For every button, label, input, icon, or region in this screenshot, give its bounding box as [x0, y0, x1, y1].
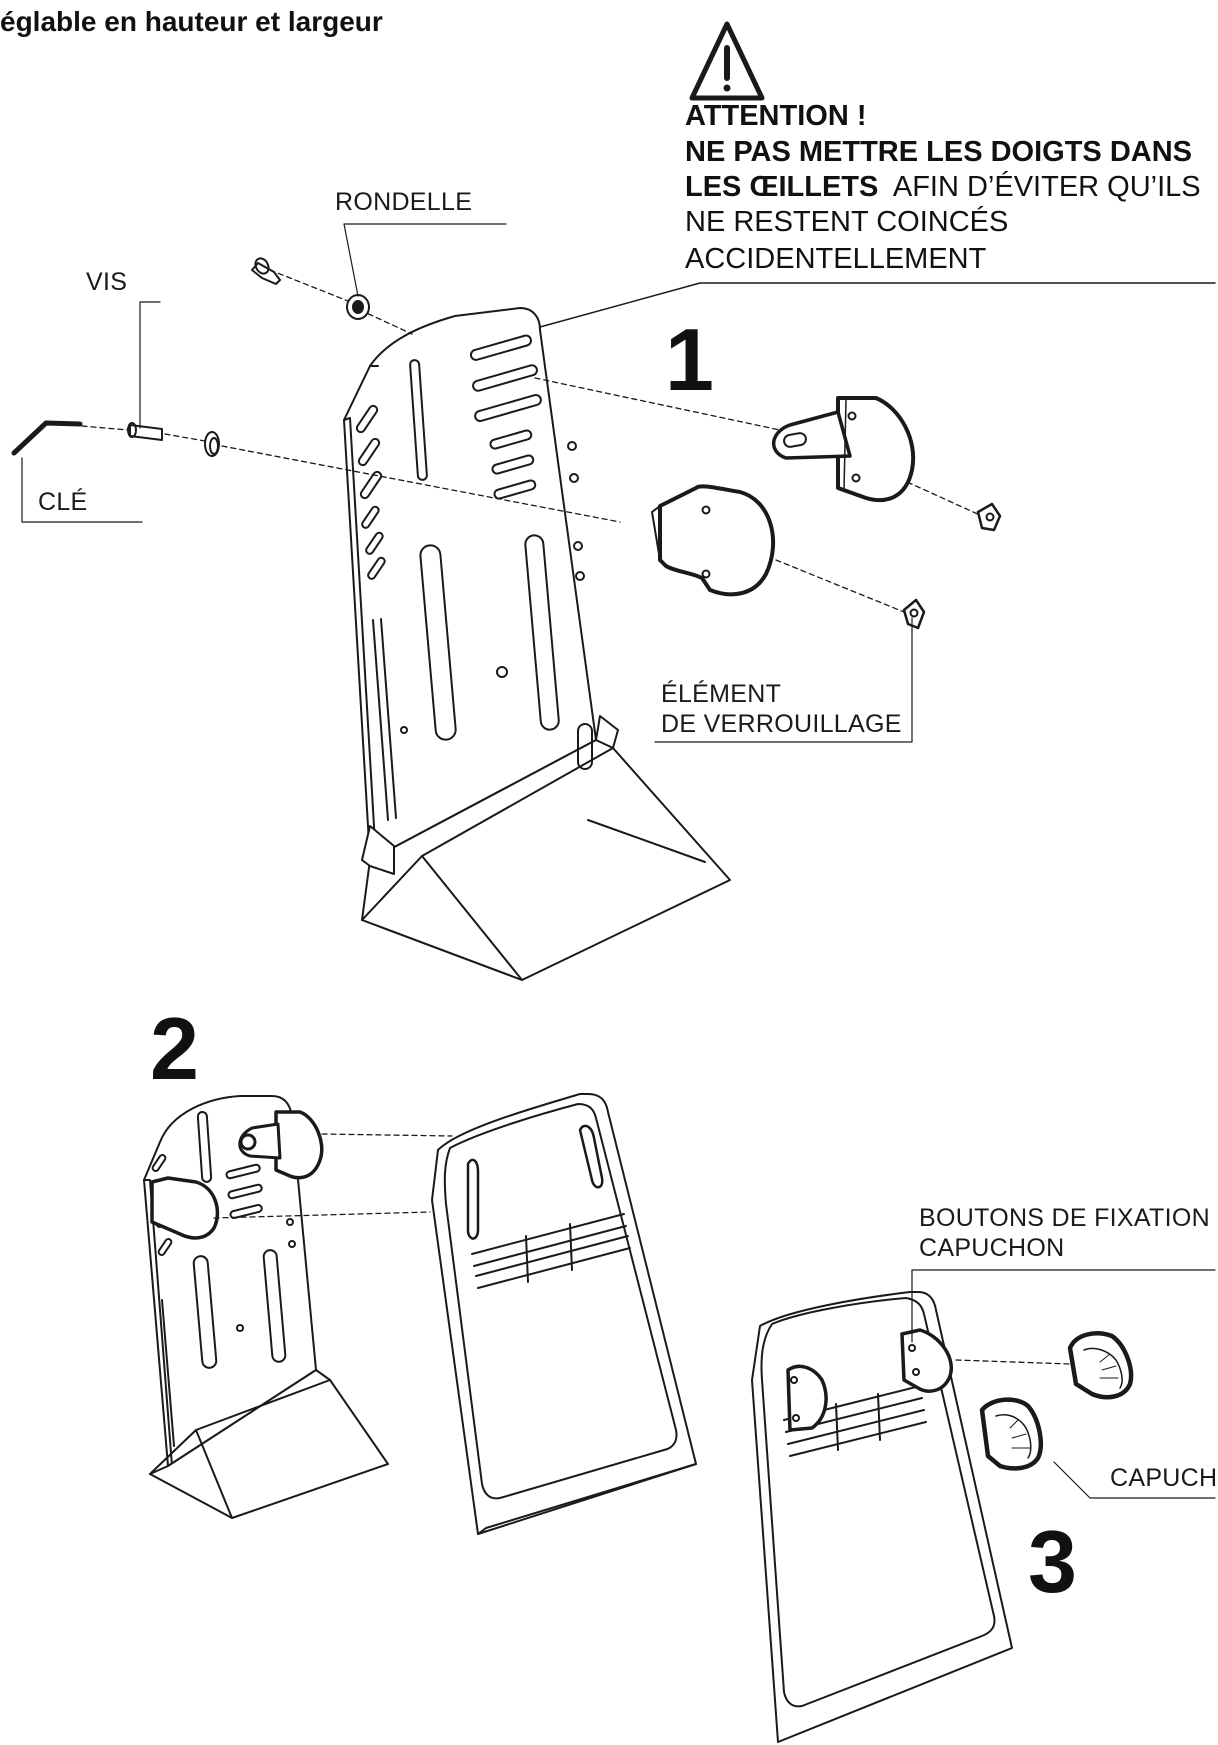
cap-upper [1067, 1331, 1134, 1400]
cushion-cover [431, 1093, 697, 1535]
warning-line1: NE PAS METTRE LES DOIGTS DANS [685, 136, 1193, 168]
warning-line3: NE RESTENT COINCÉS [685, 206, 1009, 238]
label-boutons-line2: CAPUCHON [919, 1234, 1065, 1262]
warning-line2-rest: AFIN D’ÉVITER QU’ILS [892, 171, 1201, 203]
label-element-line1: ÉLÉMENT [661, 680, 782, 708]
side-pad-lower [651, 484, 776, 597]
cap-lower [979, 1397, 1043, 1471]
label-boutons-line1: BOUTONS DE FIXATION [919, 1204, 1210, 1232]
locking-element [902, 502, 1002, 630]
step3-cushion [751, 1291, 1071, 1743]
warning-leader [539, 282, 1216, 328]
vis-leader [139, 301, 161, 429]
label-rondelle: RONDELLE [335, 188, 473, 216]
label-vis: VIS [86, 268, 128, 296]
warning-line2-bold: LES ŒILLETS [685, 171, 879, 203]
cle-leader [21, 457, 143, 523]
page-title: églable en hauteur et largeur [0, 6, 383, 37]
boutons-leader [911, 1269, 1216, 1343]
side-pad-upper [772, 396, 916, 503]
capuchon-leader [1053, 1461, 1216, 1499]
warning-line4: ACCIDENTELLEMENT [685, 243, 987, 275]
element-leader [654, 617, 913, 743]
label-capuchon: CAPUCH [1110, 1464, 1218, 1492]
label-cle: CLÉ [38, 488, 88, 516]
rondelle-leader [343, 223, 507, 297]
screw-assembly [11, 257, 983, 613]
step2-frame [143, 1095, 453, 1519]
warning-line2: LES ŒILLETS AFIN D’ÉVITER QU’ILS [685, 171, 1201, 204]
warning-icon [689, 21, 765, 101]
warning-heading: ATTENTION ! [685, 100, 867, 132]
step-number-3: 3 [1028, 1512, 1077, 1611]
backrest-frame [343, 307, 731, 981]
label-element-line2: DE VERROUILLAGE [661, 710, 902, 738]
step-number-2: 2 [150, 999, 199, 1098]
step-number-1: 1 [665, 310, 714, 409]
